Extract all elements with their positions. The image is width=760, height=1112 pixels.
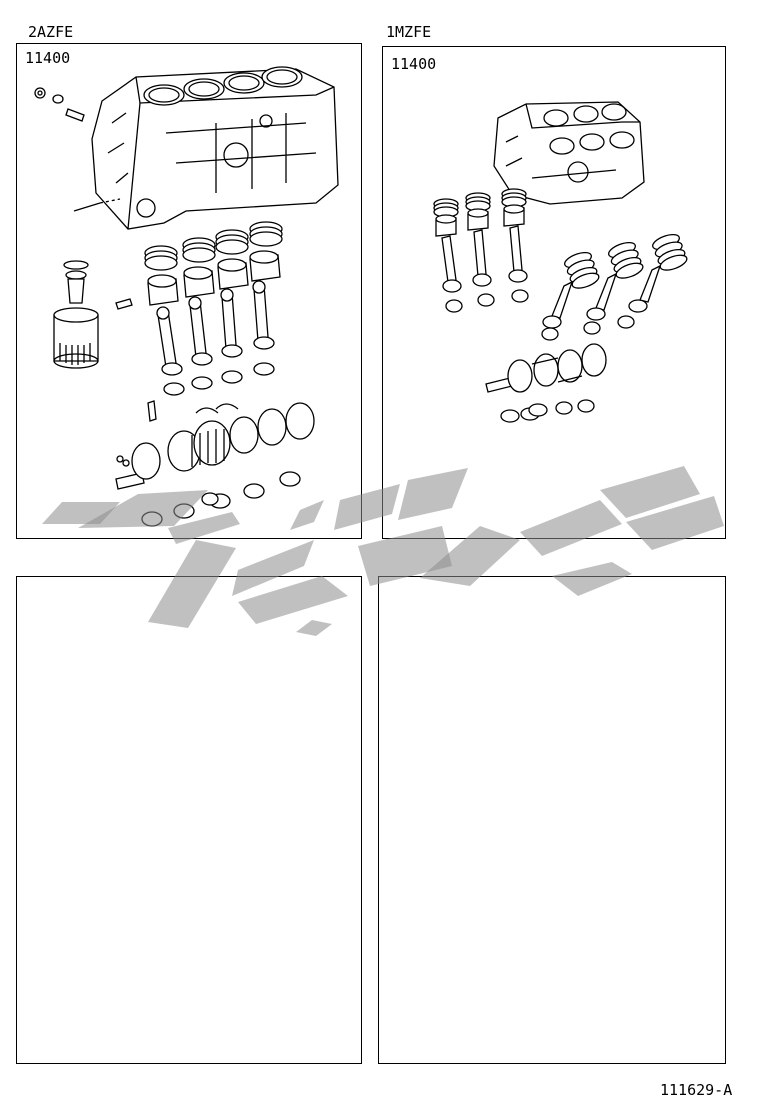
figure-id: 111629-A [660,1081,733,1099]
empty-panel-left [16,576,362,1064]
crankshaft-icon [485,343,607,393]
engine-label-right: 1MZFE [386,23,432,41]
connecting-rod-set-icon [441,225,662,341]
oil-filter-icon [53,260,99,369]
engine-label-left: 2AZFE [28,23,74,41]
crankshaft-icon [115,402,315,490]
main-bearing-set-icon [500,399,595,423]
part-number-right: 11400 [391,55,437,73]
cylinder-block-icon [91,66,339,230]
connecting-rod-set-icon [156,280,275,396]
empty-panel-right [378,576,726,1064]
thrust-washer-icon [147,400,239,422]
cylinder-block-icon [493,101,645,205]
short-block-2azfe-illustration [34,66,339,527]
main-bearing-set-icon [141,471,301,527]
piston-set-icon [115,221,283,310]
bolt-set-icon [34,87,121,212]
part-number-left: 11400 [25,49,71,67]
piston-set-icon [433,188,688,289]
short-block-1mzfe-illustration [433,101,688,423]
